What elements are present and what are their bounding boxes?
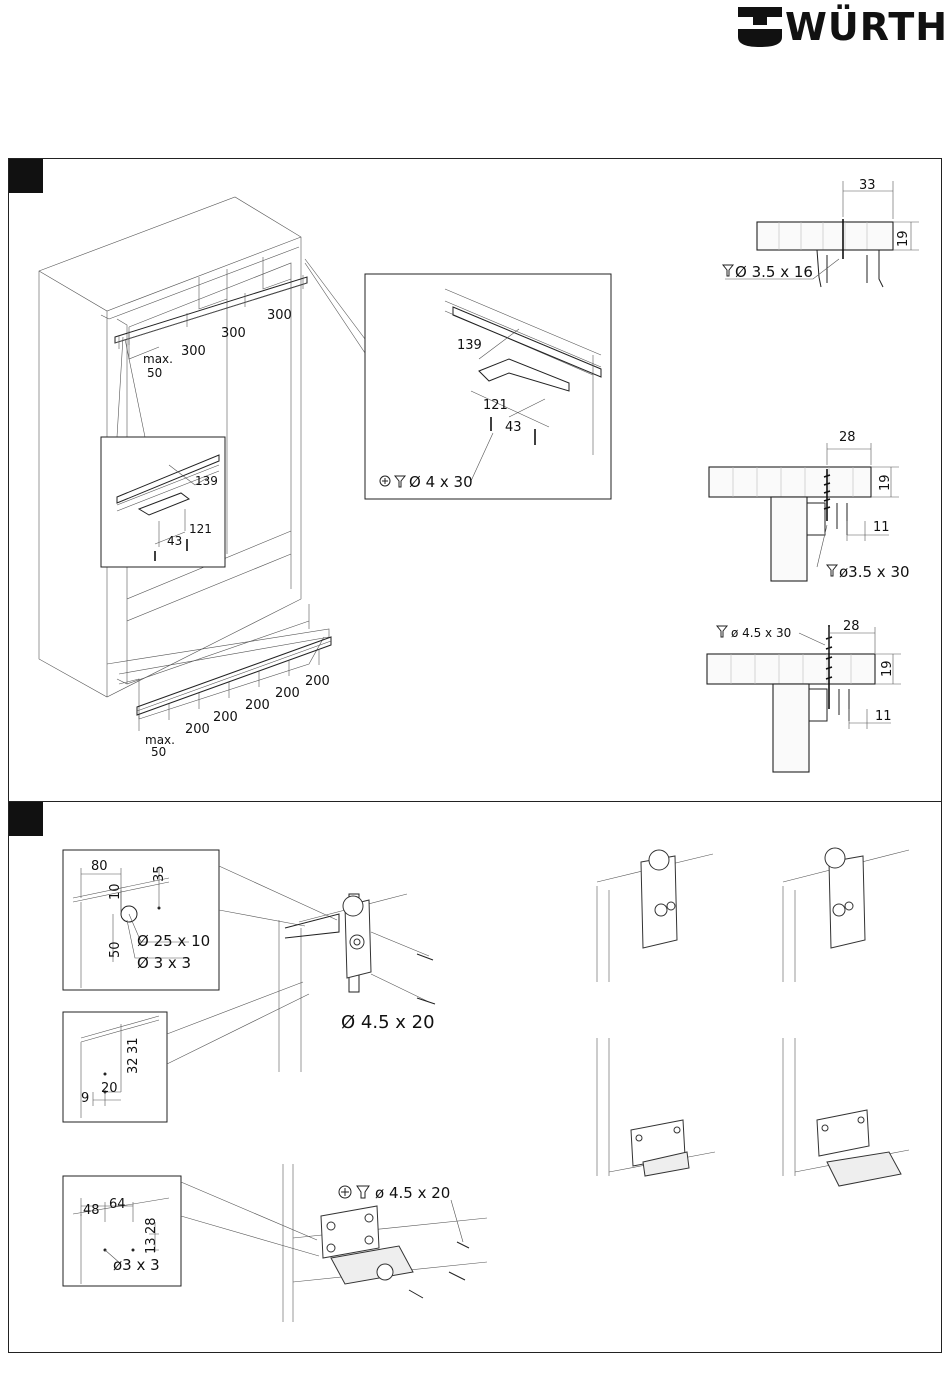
section-bottom-thickness: 19 bbox=[880, 660, 895, 677]
drill-top-d35: 35 bbox=[152, 865, 167, 882]
section-top-thickness: 19 bbox=[896, 230, 911, 247]
thumb-bottom-guide-right bbox=[783, 1038, 909, 1186]
section-mid-thickness: 19 bbox=[878, 474, 893, 491]
thumb-top-roller-right bbox=[783, 848, 909, 982]
drill-top-d80: 80 bbox=[91, 859, 108, 874]
drill-mid-d32: 32 bbox=[126, 1057, 141, 1074]
drill-bottom-d64: 64 bbox=[109, 1197, 126, 1212]
wurth-emblem-icon bbox=[736, 5, 784, 49]
top-rail-max-label: max. bbox=[143, 352, 173, 366]
drill-bottom-d13: 13 bbox=[144, 1237, 159, 1254]
detail-large-d3: 43 bbox=[505, 420, 522, 435]
detail-large-callout bbox=[305, 259, 611, 499]
drill-mid-d9: 9 bbox=[81, 1091, 89, 1106]
brand-name: WÜRTH bbox=[785, 5, 948, 49]
drill-top-d50: 50 bbox=[108, 941, 123, 958]
door-top-roller bbox=[279, 894, 435, 1072]
detail-large-d1: 139 bbox=[457, 338, 482, 353]
countersunk-screw-icon bbox=[723, 265, 733, 276]
section-top-width: 33 bbox=[859, 178, 876, 193]
drill-mid-d20: 20 bbox=[101, 1081, 118, 1096]
section-top-screw: Ø 3.5 x 16 bbox=[735, 263, 813, 281]
drill-bottom-d48: 48 bbox=[83, 1203, 100, 1218]
screw-bottom: ø 4.5 x 20 bbox=[375, 1184, 450, 1202]
section-bottom-offset: 11 bbox=[875, 709, 892, 724]
step-1-drawing: max. 50 300 300 300 max. 50 200 200 200 … bbox=[9, 159, 943, 803]
drill-bottom-d28: 28 bbox=[144, 1217, 159, 1234]
countersunk-screw-icon bbox=[357, 1186, 369, 1198]
section-bottom-width: 28 bbox=[843, 619, 860, 634]
thumb-top-roller-left bbox=[597, 850, 713, 982]
top-rail-max-value: 50 bbox=[147, 366, 162, 380]
section-mid-width: 28 bbox=[839, 430, 856, 445]
thumb-bottom-guide-left bbox=[597, 1038, 715, 1176]
drill-top-hole-big: Ø 25 x 10 bbox=[137, 932, 210, 950]
drill-bottom-hole: ø3 x 3 bbox=[113, 1256, 160, 1274]
bottom-rail-spacing-3: 200 bbox=[245, 698, 270, 713]
bottom-rail-spacing-1: 200 bbox=[185, 722, 210, 737]
drill-mid-d31: 31 bbox=[126, 1037, 141, 1054]
bottom-rail bbox=[137, 637, 331, 715]
phillips-screw-icon bbox=[339, 1186, 351, 1198]
bottom-rail-spacing-2: 200 bbox=[213, 710, 238, 725]
section-mid-screw: ø3.5 x 30 bbox=[839, 563, 910, 581]
top-rail-spacing-a: 300 bbox=[181, 344, 206, 359]
countersunk-screw-icon bbox=[717, 626, 727, 637]
top-rail-spacing-b: 300 bbox=[221, 326, 246, 341]
bottom-rail-spacing-4: 200 bbox=[275, 686, 300, 701]
drill-detail-mid bbox=[63, 1012, 167, 1122]
detail-large-screw: Ø 4 x 30 bbox=[409, 473, 473, 491]
screw-main: Ø 4.5 x 20 bbox=[341, 1012, 435, 1033]
section-bottom bbox=[707, 625, 901, 772]
detail-small-d3: 43 bbox=[167, 534, 182, 548]
section-mid-offset: 11 bbox=[873, 520, 890, 535]
bottom-rail-spacing-5: 200 bbox=[305, 674, 330, 689]
section-mid bbox=[709, 443, 899, 581]
bottom-rail-max-value: 50 bbox=[151, 745, 166, 759]
countersunk-screw-icon bbox=[827, 565, 837, 576]
detail-large-d2: 121 bbox=[483, 398, 508, 413]
drill-top-d10: 10 bbox=[108, 883, 123, 900]
step-2-drawing: 80 10 35 50 Ø 25 x 10 Ø 3 x 3 31 32 9 20 bbox=[9, 802, 943, 1354]
drill-top-hole-small: Ø 3 x 3 bbox=[137, 954, 191, 972]
detail-small-d1: 139 bbox=[195, 474, 218, 488]
section-bottom-screw: ø 4.5 x 30 bbox=[731, 626, 791, 640]
top-rail-spacing-c: 300 bbox=[267, 308, 292, 323]
wurth-logo: WÜRTH bbox=[736, 5, 942, 49]
step-2-panel: 80 10 35 50 Ø 25 x 10 Ø 3 x 3 31 32 9 20 bbox=[8, 801, 942, 1353]
detail-small-d2: 121 bbox=[189, 522, 212, 536]
step-1-panel: max. 50 300 300 300 max. 50 200 200 200 … bbox=[8, 158, 942, 802]
